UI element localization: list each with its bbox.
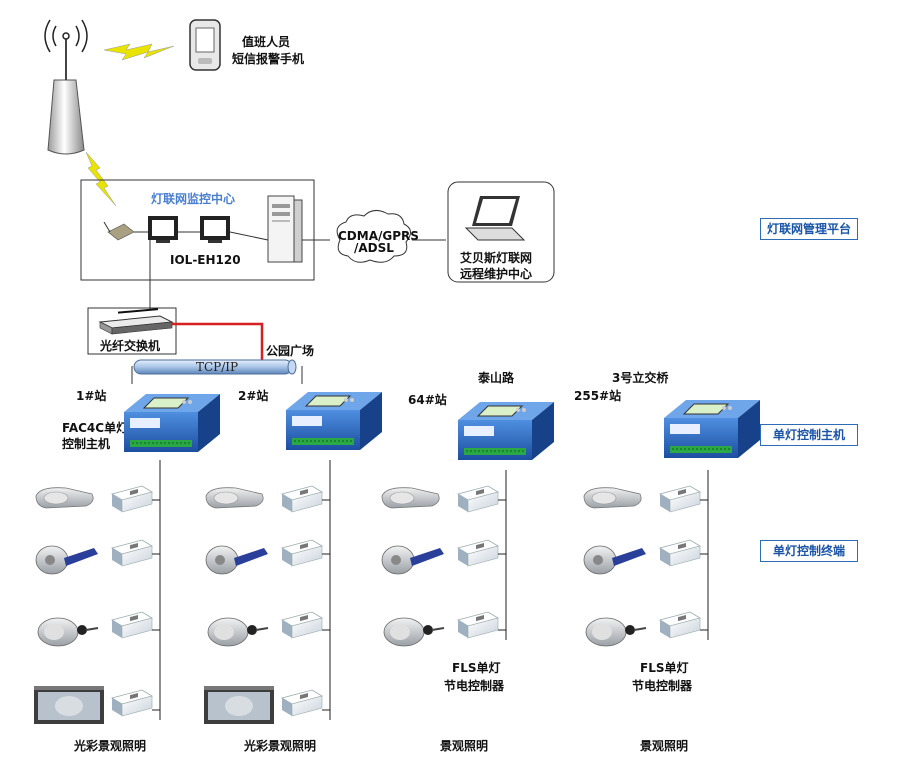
switch-label: 光纤交换机 <box>99 338 160 353</box>
terminal-box-icon <box>659 611 701 639</box>
phone-label-line1: 值班人员 <box>242 34 290 49</box>
monitor-icon <box>200 216 230 243</box>
cloud-label-line2: /ADSL <box>354 241 394 255</box>
station-1-controller-line2: 控制主机 <box>62 436 110 451</box>
lamp-icon <box>583 487 642 509</box>
lamp-icon <box>583 545 647 575</box>
side-label-platform: 灯联网管理平台 <box>760 218 858 240</box>
controller-host-64 <box>457 401 555 461</box>
lamp-icon <box>383 617 445 647</box>
lamp-icon <box>205 487 264 509</box>
footer-station-255: 景观照明 <box>640 738 688 753</box>
fls-label-64-line2: 节电控制器 <box>444 678 505 693</box>
bus-label: TCP/IP <box>196 360 238 374</box>
server-icon <box>267 195 303 263</box>
station-255-id: 255#站 <box>574 388 621 403</box>
lamp-icon <box>204 686 274 724</box>
terminal-box-icon <box>281 611 323 639</box>
terminal-box-icon <box>659 485 701 513</box>
station-255-location: 3号立交桥 <box>612 370 669 385</box>
column-station-2 <box>204 460 331 724</box>
terminal-box-icon <box>457 539 499 567</box>
side-label-controller: 单灯控制主机 <box>760 424 858 446</box>
footer-station-64: 景观照明 <box>440 738 488 753</box>
park-label: 公园广场 <box>266 343 314 358</box>
monitoring-center-frame <box>80 179 315 281</box>
remote-center-line2: 远程维护中心 <box>460 266 532 281</box>
terminal-box-icon <box>111 689 153 717</box>
terminal-box-icon <box>111 611 153 639</box>
laptop-icon <box>464 196 526 241</box>
monitor-icon <box>148 216 178 243</box>
remote-center-line1: 艾贝斯灯联网 <box>460 250 532 265</box>
sms-modem-icon <box>103 221 135 241</box>
lamp-icon <box>37 617 99 647</box>
station-64-id: 64#站 <box>408 392 447 407</box>
switch-frame <box>87 307 177 355</box>
terminal-box-icon <box>659 539 701 567</box>
terminal-box-icon <box>281 485 323 513</box>
station-2-id: 2#站 <box>238 388 268 403</box>
mobile-phone-icon <box>189 19 221 71</box>
terminal-box-icon <box>111 485 153 513</box>
fls-label-255-line1: FLS单灯 <box>640 660 689 675</box>
side-label-terminal: 单灯控制终端 <box>760 540 858 562</box>
lamp-icon <box>205 545 269 575</box>
terminal-box-icon <box>111 539 153 567</box>
network-cloud-icon <box>336 210 411 263</box>
controller-host-2 <box>285 391 383 451</box>
lamp-icon <box>35 545 99 575</box>
fiber-link <box>172 322 264 360</box>
station-1-controller-line1: FAC4C单灯 <box>62 420 128 435</box>
footer-station-1: 光彩景观照明 <box>73 738 146 753</box>
fls-label-255-line2: 节电控制器 <box>632 678 693 693</box>
column-station-64 <box>381 470 507 647</box>
controller-device-label: IOL-EH120 <box>170 253 241 267</box>
monitoring-center-title: 灯联网监控中心 <box>151 191 235 206</box>
fls-label-64-line1: FLS单灯 <box>452 660 501 675</box>
lamp-icon <box>381 487 440 509</box>
fiber-switch-icon <box>98 308 174 335</box>
lightning-icon <box>85 43 175 207</box>
lamp-icon <box>585 617 647 647</box>
column-station-255 <box>583 470 709 647</box>
station-64-location: 泰山路 <box>477 370 515 385</box>
terminal-box-icon <box>457 611 499 639</box>
lamp-icon <box>34 686 104 724</box>
lamp-icon <box>207 617 269 647</box>
terminal-box-icon <box>457 485 499 513</box>
tcpip-bus <box>133 359 297 375</box>
controller-host-255 <box>663 399 761 459</box>
terminal-box-icon <box>281 689 323 717</box>
radio-tower-icon <box>44 19 88 155</box>
cloud-label-line1: CDMA/GPRS <box>338 229 419 243</box>
lamp-icon <box>381 545 445 575</box>
footer-station-2: 光彩景观照明 <box>243 738 316 753</box>
terminal-box-icon <box>281 539 323 567</box>
station-1-id: 1#站 <box>76 388 106 403</box>
lamp-icon <box>35 487 94 509</box>
phone-label-line2: 短信报警手机 <box>232 51 304 66</box>
controller-host-1 <box>123 393 221 453</box>
column-station-1 <box>34 460 161 724</box>
